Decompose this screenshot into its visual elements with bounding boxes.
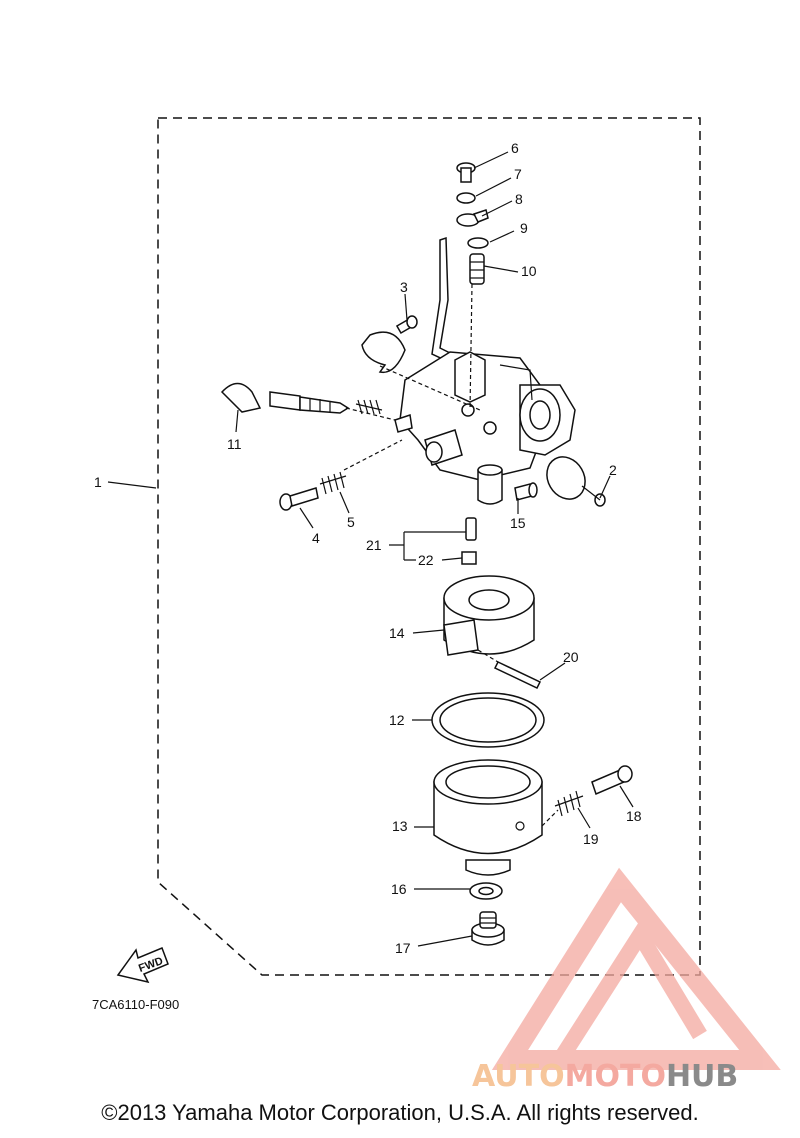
float-pin-20 — [493, 661, 542, 689]
float-bowl-13 — [433, 759, 543, 876]
callout-16: 16 — [391, 881, 407, 897]
o-ring-9 — [467, 237, 489, 249]
callout-7: 7 — [514, 166, 522, 182]
assembly-boundary — [157, 117, 701, 976]
callout-12: 12 — [389, 712, 405, 728]
spring-5 — [319, 471, 347, 495]
drain-bolt-17 — [471, 911, 505, 946]
callout-18: 18 — [626, 808, 642, 824]
washer-7 — [456, 192, 476, 204]
callout-6: 6 — [511, 140, 519, 156]
clip-22 — [461, 551, 477, 565]
callout-10: 10 — [521, 263, 537, 279]
part-code: 7CA6110-F090 — [92, 997, 179, 1012]
float-14 — [443, 575, 535, 656]
callout-5: 5 — [347, 514, 355, 530]
screw-3 — [395, 315, 418, 334]
spring-19 — [554, 790, 584, 817]
gasket-12 — [431, 692, 545, 748]
main-jet-21 — [465, 517, 477, 541]
choke-lever — [431, 236, 470, 369]
axis-line-stack — [469, 283, 473, 411]
callout-4: 4 — [312, 530, 320, 546]
callout-13: 13 — [392, 818, 408, 834]
callout-1: 1 — [94, 474, 102, 490]
watermark-text: AUTOMOTOHUB — [472, 1059, 738, 1094]
callout-14: 14 — [389, 625, 405, 641]
callout-22: 22 — [418, 552, 434, 568]
screw-4 — [279, 487, 319, 511]
callout-9: 9 — [520, 220, 528, 236]
screw-15 — [514, 482, 538, 501]
fwd-arrow: FWD — [116, 947, 169, 984]
callout-15: 15 — [510, 515, 526, 531]
leader-lines — [107, 151, 634, 947]
throttle-plate — [546, 456, 606, 507]
callout-19: 19 — [583, 831, 599, 847]
callout-2: 2 — [609, 462, 617, 478]
spring-pilot — [355, 399, 383, 415]
callout-17: 17 — [395, 940, 411, 956]
screw-6 — [456, 162, 476, 183]
screw-18 — [591, 765, 633, 796]
washer-16 — [469, 882, 503, 900]
bracket-8 — [456, 209, 489, 227]
needle-jet-10 — [469, 253, 485, 285]
watermark-logo — [491, 867, 781, 1070]
callout-11: 11 — [227, 436, 242, 452]
callout-3: 3 — [400, 279, 408, 295]
pilot-screw-assembly — [220, 382, 350, 414]
callout-21: 21 — [366, 537, 382, 553]
choke-plate — [361, 331, 406, 374]
callout-8: 8 — [515, 191, 523, 207]
copyright-notice: ©2013 Yamaha Motor Corporation, U.S.A. A… — [101, 1100, 699, 1125]
callout-20: 20 — [563, 649, 579, 665]
